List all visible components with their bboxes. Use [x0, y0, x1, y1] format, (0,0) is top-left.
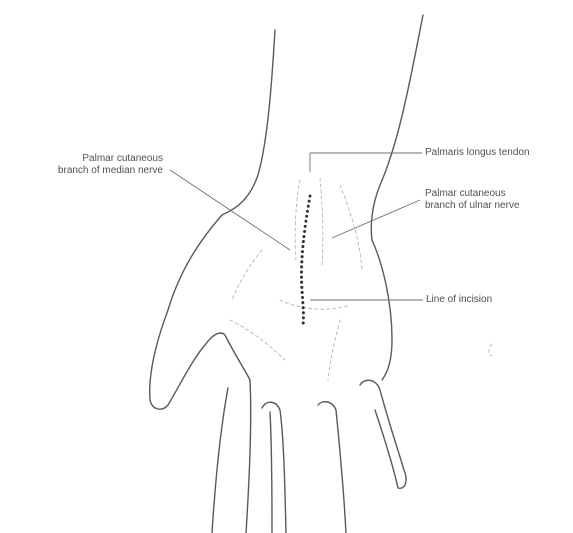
leader-ulnar-branch: [332, 200, 420, 238]
internal-structures: [230, 178, 362, 380]
label-ulnar-branch-line1: Palmar cutaneous: [425, 188, 520, 200]
thumb-outline: [150, 215, 250, 409]
label-median-branch-line1: Palmar cutaneous: [18, 153, 163, 165]
little-finger-outline: [360, 380, 406, 488]
label-incision: Line of incision: [426, 294, 492, 306]
label-palmaris-tendon-text: Palmaris longus tendon: [425, 147, 530, 159]
label-median-branch: Palmar cutaneous branch of median nerve: [18, 153, 163, 177]
forearm-left-edge: [222, 30, 275, 215]
hand-outline: [150, 15, 423, 533]
index-finger-outline: [212, 380, 251, 533]
middle-finger-outline: [262, 402, 286, 533]
leader-median-branch: [170, 170, 290, 250]
label-palmaris-tendon: Palmaris longus tendon: [425, 147, 530, 159]
palm-right-edge: [372, 240, 392, 380]
label-incision-text: Line of incision: [426, 294, 492, 306]
label-ulnar-branch: Palmar cutaneous branch of ulnar nerve: [425, 188, 520, 212]
pencil-mark: [489, 344, 492, 356]
incision-line: [301, 196, 310, 325]
forearm-right-edge: [371, 15, 423, 240]
label-ulnar-branch-line2: branch of ulnar nerve: [425, 200, 520, 212]
label-median-branch-line2: branch of median nerve: [18, 165, 163, 177]
ring-finger-outline: [318, 402, 346, 533]
